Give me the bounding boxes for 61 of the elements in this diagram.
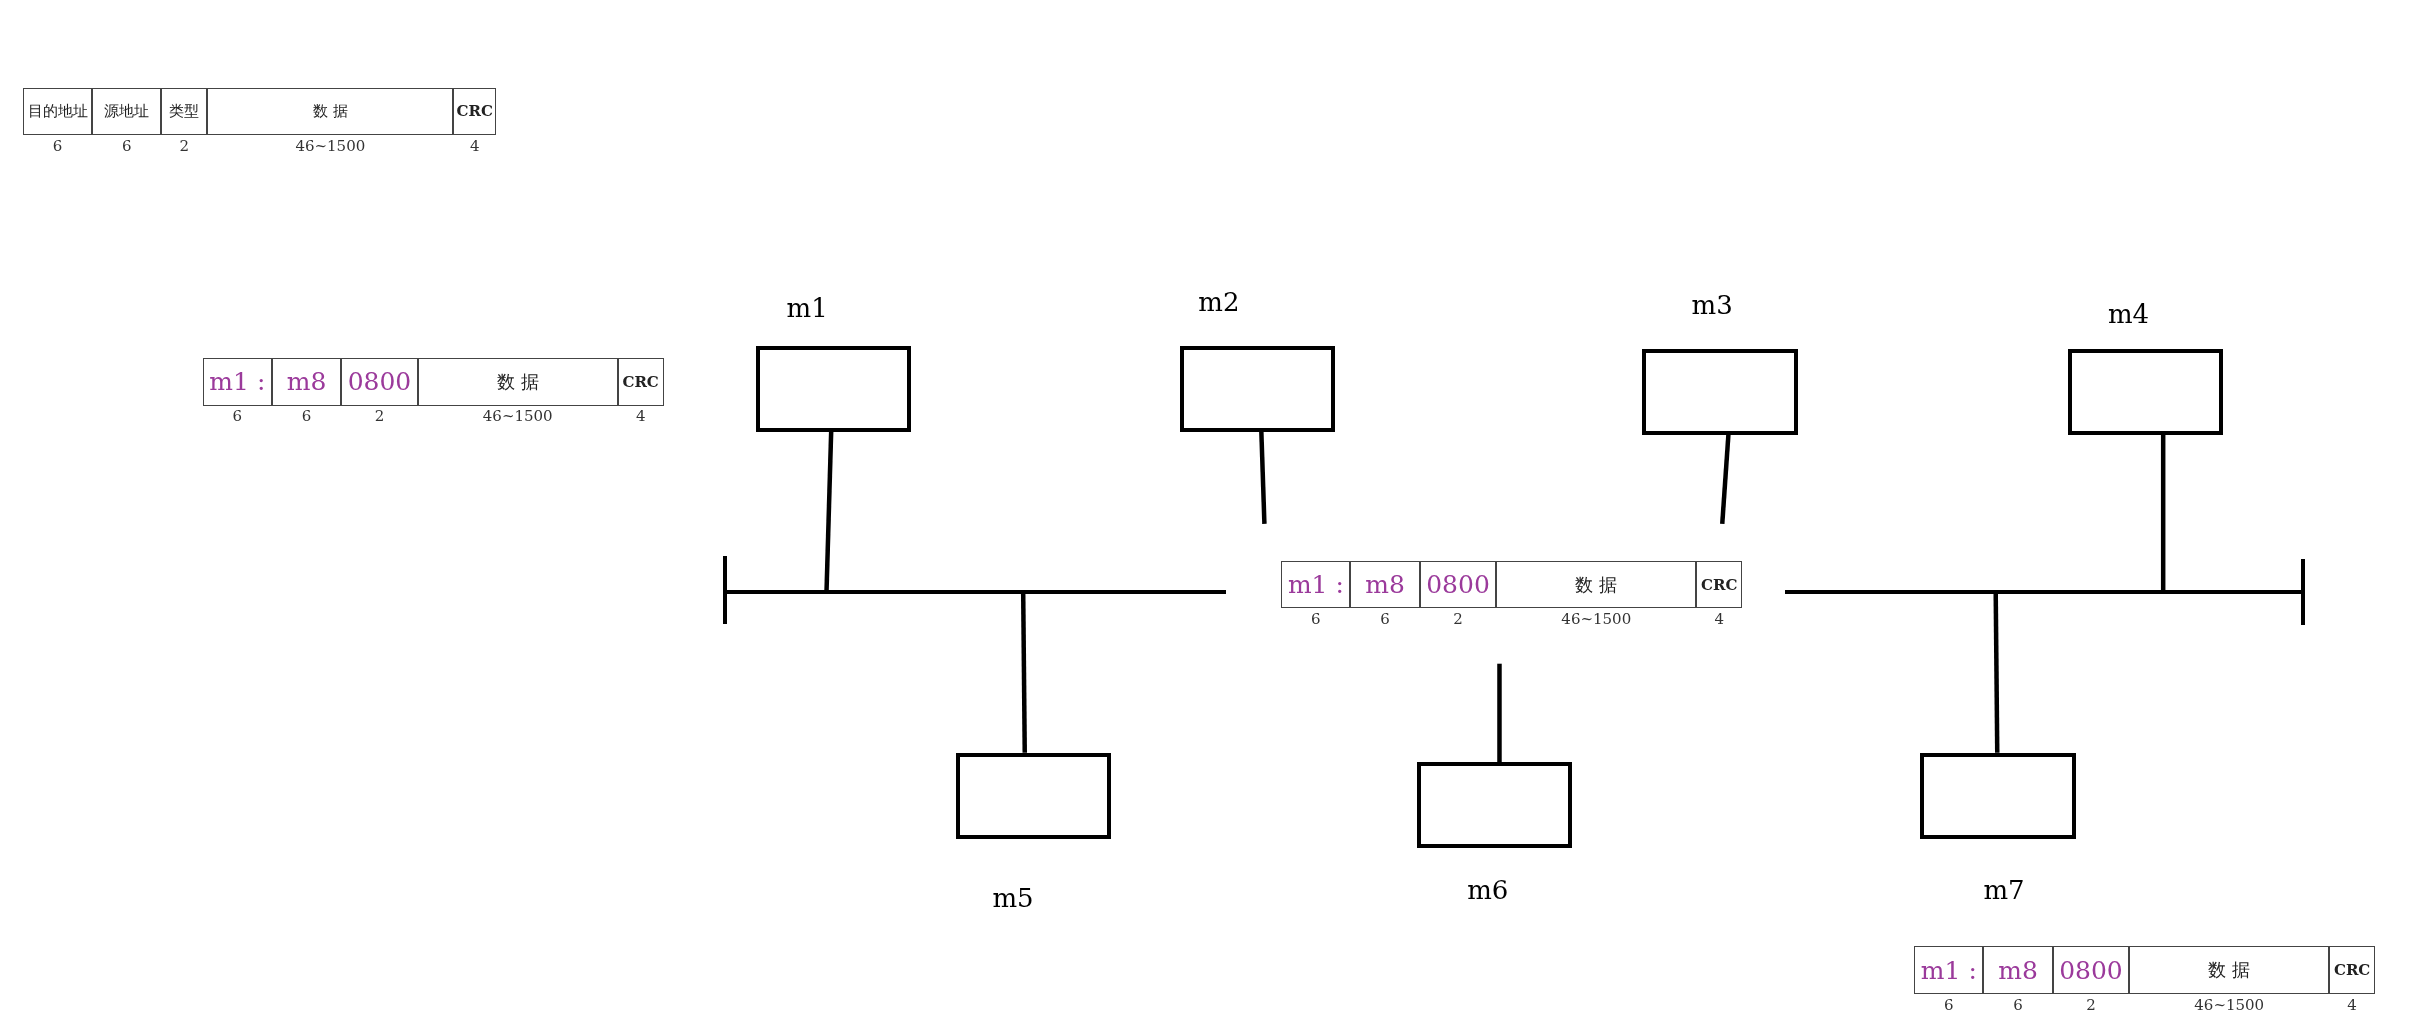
byte-count: 4: [2347, 995, 2357, 1014]
byte-count: 46~1500: [2194, 995, 2265, 1014]
byte-count: 6: [52, 136, 63, 155]
connector-line: [824, 431, 834, 591]
byte-count: 4: [635, 407, 646, 426]
frame-field: 0800: [1419, 560, 1497, 609]
byte-count: 4: [1714, 609, 1724, 628]
byte-count: 6: [301, 407, 312, 426]
station-box: [1920, 752, 2076, 839]
byte-count: 46~1500: [1561, 609, 1632, 628]
connector-line: [1259, 431, 1267, 524]
station-label: m2: [1198, 288, 1240, 315]
frame-field: m1 :: [202, 357, 272, 406]
byte-count: 46~1500: [295, 136, 366, 155]
station-box: [1416, 762, 1572, 849]
frame-field: 目的地址: [23, 87, 93, 136]
station-label: m4: [2107, 301, 2150, 328]
frame-field: 源地址: [92, 87, 162, 136]
frame-field: 数 据: [1496, 560, 1697, 609]
frame-field: m8: [1350, 560, 1420, 609]
station-box: [1642, 348, 1798, 435]
frame-field: CRC: [617, 357, 664, 406]
byte-count: 6: [121, 136, 132, 155]
byte-count: 6: [1944, 995, 1954, 1014]
byte-count: 46~1500: [482, 407, 553, 426]
frame-field: m8: [1983, 946, 2053, 994]
station-label: m6: [1467, 877, 1509, 904]
connector-line: [1720, 434, 1731, 525]
byte-count: 6: [2013, 995, 2023, 1014]
frame-field: CRC: [453, 87, 497, 136]
station-label: m3: [1691, 291, 1733, 318]
frame-field: 数 据: [417, 357, 618, 406]
byte-count: 6: [232, 407, 243, 426]
frame-field: CRC: [1696, 560, 1743, 609]
station-box: [755, 345, 912, 432]
byte-count: 2: [2086, 995, 2096, 1014]
connector-line: [1497, 663, 1502, 763]
station-label: m5: [992, 884, 1034, 911]
byte-count: 2: [179, 136, 190, 155]
frame-field: 数 据: [207, 87, 454, 136]
connector-line: [1993, 593, 2000, 753]
frame-field: m8: [271, 357, 342, 406]
frame-field: CRC: [2329, 946, 2376, 994]
station-box: [2067, 348, 2224, 435]
station-label: m7: [1983, 877, 2025, 904]
station-label: m1: [786, 294, 828, 321]
station-box: [955, 752, 1111, 839]
frame-field: 0800: [2052, 946, 2130, 994]
byte-count: 2: [374, 407, 385, 426]
frame-field: m1 :: [1914, 946, 1984, 994]
frame-field: 类型: [161, 87, 208, 136]
byte-count: 6: [1380, 609, 1390, 628]
connector-line: [2160, 434, 2166, 590]
frame-field: 数 据: [2129, 946, 2330, 994]
connector-line: [1020, 593, 1027, 753]
station-box: [1179, 345, 1336, 432]
byte-count: 6: [1311, 609, 1321, 628]
byte-count: 2: [1453, 609, 1463, 628]
frame-field: 0800: [341, 357, 418, 406]
byte-count: 4: [469, 136, 480, 155]
frame-field: m1 :: [1281, 560, 1351, 609]
